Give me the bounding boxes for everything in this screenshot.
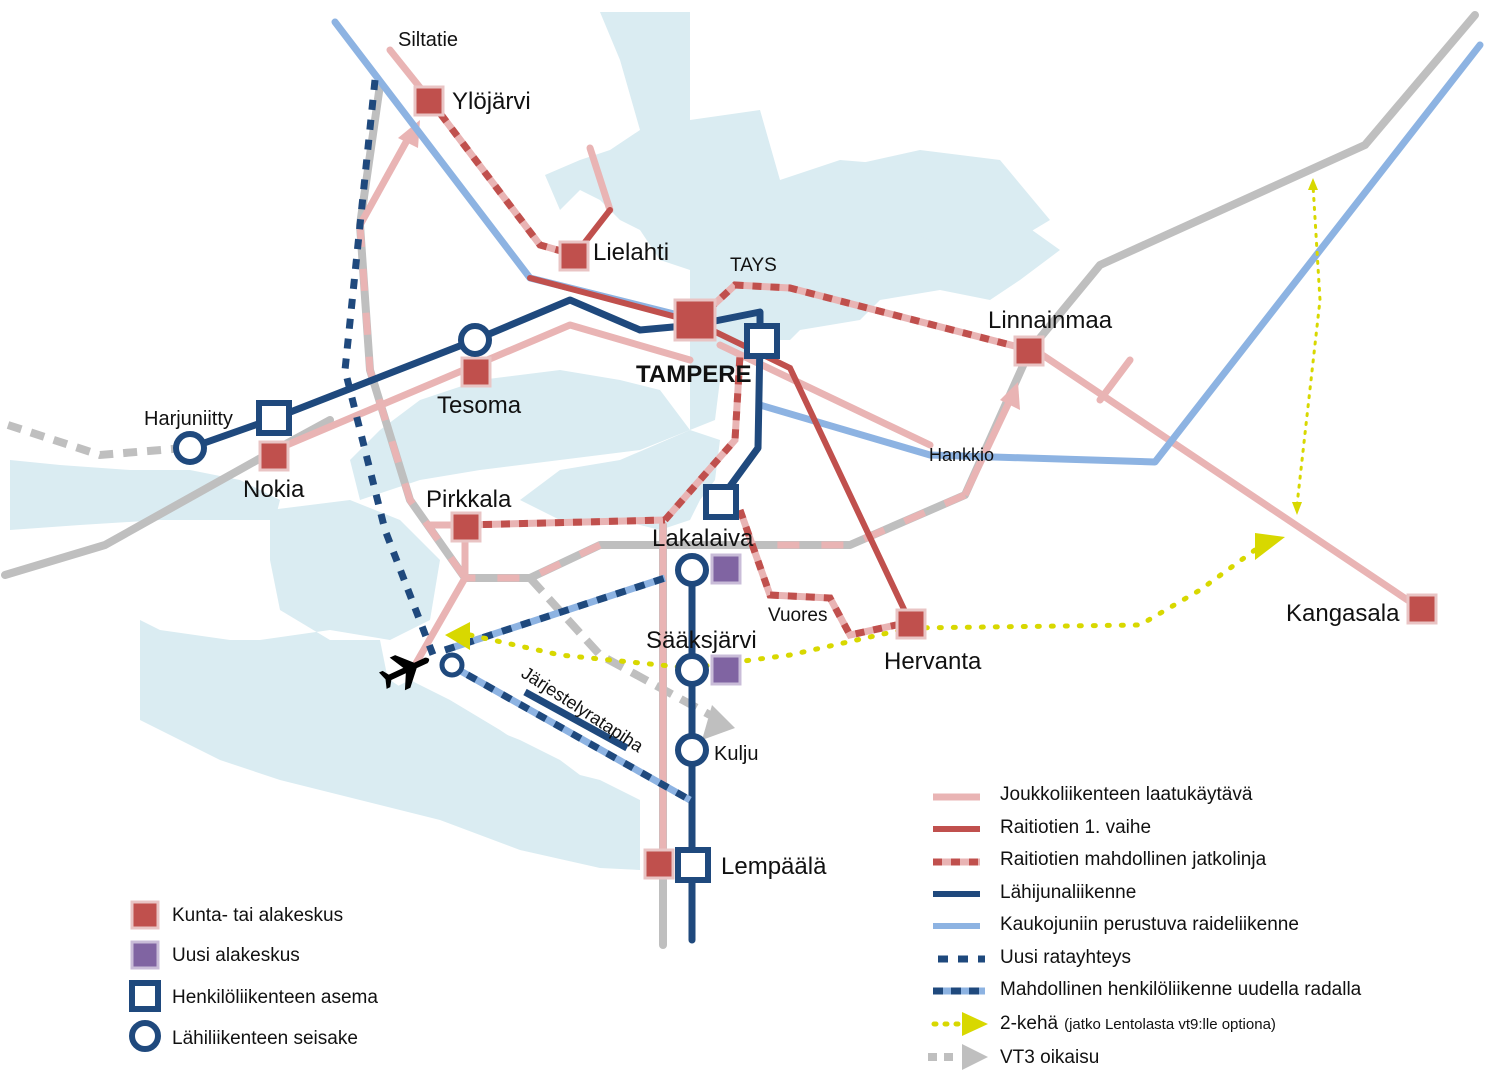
stop-saaksjarvi[interactable] <box>675 653 709 687</box>
stop-kulju[interactable] <box>675 733 709 767</box>
stop-airport[interactable] <box>439 652 465 678</box>
node-lakalaiva-uusi[interactable] <box>710 553 742 585</box>
stop-harjuniitty[interactable] <box>173 431 207 465</box>
node-lielahti[interactable] <box>558 240 590 272</box>
legend-label-uusi: Uusi alakeskus <box>172 945 300 966</box>
airplane-icon <box>379 655 430 691</box>
legend-label-vt3: VT3 oikaisu <box>1000 1047 1099 1068</box>
legend-label-henkilo-uusi: Mahdollinen henkilöliikenne uudella rada… <box>1000 979 1362 1000</box>
label-hervanta: Hervanta <box>884 648 982 675</box>
label-kulju: Kulju <box>714 743 758 765</box>
node-hervanta[interactable] <box>895 608 927 640</box>
label-siltatie: Siltatie <box>398 29 458 51</box>
place-labels: Siltatie Ylöjärvi Lielahti TAYS Linnainm… <box>144 29 1400 880</box>
legend-icon-uusi <box>130 940 160 970</box>
label-nokia: Nokia <box>243 476 305 503</box>
legend-label-kunta: Kunta- tai alakeskus <box>172 905 343 926</box>
legend-label-raitiotie-jatko: Raitiotien mahdollinen jatkolinja <box>1000 849 1267 870</box>
label-tays: TAYS <box>730 255 777 276</box>
legend-right: Joukkoliikenteen laatukäytävä Raitiotien… <box>928 784 1362 1070</box>
laatukaytava-dashed-overlays <box>356 224 967 582</box>
node-linnainmaa[interactable] <box>1013 335 1045 367</box>
pink-arrowhead-linnainmaa <box>1000 382 1020 410</box>
pink-arrow-ylojarvi <box>356 133 414 227</box>
label-lakalaiva: Lakalaiva <box>652 525 754 552</box>
label-vuores: Vuores <box>768 605 828 626</box>
label-linnainmaa: Linnainmaa <box>988 307 1113 334</box>
node-saaksjarvi-uusi[interactable] <box>710 654 742 686</box>
legend-left: Kunta- tai alakeskus Uusi alakeskus Henk… <box>129 900 378 1052</box>
stop-lakalaiva[interactable] <box>675 553 709 587</box>
pink-arrow-linnainmaa <box>961 398 1014 497</box>
legend-icon-seisake <box>129 1020 161 1052</box>
node-tampere[interactable] <box>673 298 717 342</box>
seisake-nodes <box>173 323 709 767</box>
station-lempaala[interactable] <box>675 847 711 883</box>
jarjestelyratapiha-track <box>523 688 629 752</box>
label-saaksjarvi: Sääksjärvi <box>646 627 757 654</box>
kunta-nodes <box>258 85 1438 880</box>
legend-label-asema: Henkilöliikenteen asema <box>172 987 378 1008</box>
legend-label-kehä2: 2-kehä (jatko Lentolasta vt9:lle optiona) <box>1000 1013 1276 1034</box>
station-nokia[interactable] <box>256 400 292 436</box>
legend-icon-asema <box>129 980 161 1012</box>
station-lakalaiva[interactable] <box>703 484 739 520</box>
node-pirkkala[interactable] <box>450 511 482 543</box>
stop-tesoma[interactable] <box>458 323 492 357</box>
legend-label-laatukaytava: Joukkoliikenteen laatukäytävä <box>1000 784 1253 805</box>
label-tesoma: Tesoma <box>437 392 522 419</box>
node-kangasala[interactable] <box>1406 593 1438 625</box>
node-nokia[interactable] <box>258 440 290 472</box>
legend-label-kehä2-note: (jatko Lentolasta vt9:lle optiona) <box>1064 1016 1276 1033</box>
legend-label-kaukojuna: Kaukojuniin perustuva raideliikenne <box>1000 914 1299 935</box>
legend-label-kehä2-main: 2-kehä <box>1000 1013 1059 1034</box>
label-ylojarvi: Ylöjärvi <box>452 88 531 115</box>
legend-label-raitiotie1: Raitiotien 1. vaihe <box>1000 817 1151 838</box>
node-ylojarvi[interactable] <box>413 85 445 117</box>
uusi-alakeskus-nodes <box>710 553 742 686</box>
label-kangasala: Kangasala <box>1286 600 1400 627</box>
legend-label-uusi-rata: Uusi ratayhteys <box>1000 947 1131 968</box>
kehä2-line <box>445 178 1322 671</box>
legend-label-seisake: Lähiliikenteen seisake <box>172 1028 358 1049</box>
water-areas <box>10 12 1060 870</box>
label-tampere: TAMPERE <box>636 361 752 388</box>
uusi-ratayhteys-line <box>341 79 439 662</box>
node-tesoma[interactable] <box>460 356 492 388</box>
label-lempaala: Lempäälä <box>721 853 827 880</box>
asema-nodes <box>256 323 780 883</box>
node-lempaala-center[interactable] <box>643 848 675 880</box>
vt3-oikaisu-line <box>6 421 735 740</box>
legend-arrow-kehä2 <box>962 1012 988 1036</box>
station-tampere[interactable] <box>744 323 780 359</box>
label-pirkkala: Pirkkala <box>426 486 512 513</box>
label-lielahti: Lielahti <box>593 239 669 266</box>
legend-label-lahijuna: Lähijunaliikenne <box>1000 882 1136 903</box>
legend-icon-kunta <box>130 900 160 930</box>
label-harjuniitty: Harjuniitty <box>144 408 233 430</box>
label-hankkio: Hankkio <box>929 445 994 465</box>
legend-arrow-vt3 <box>962 1044 988 1070</box>
